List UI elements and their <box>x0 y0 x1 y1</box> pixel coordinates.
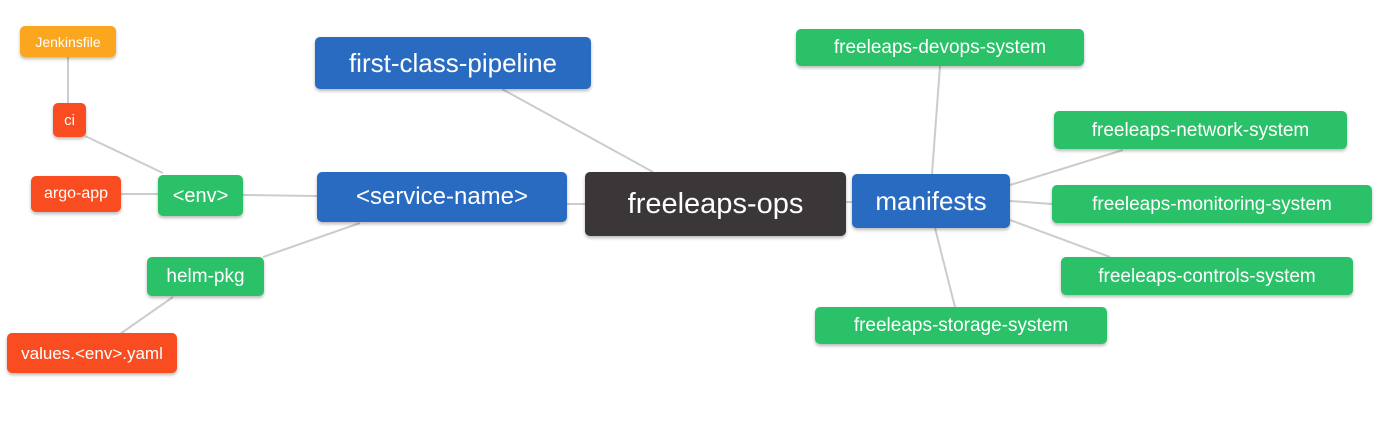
node-label: freeleaps-ops <box>627 187 804 220</box>
mindmap-node-first-class-pipeline[interactable]: first-class-pipeline <box>315 37 591 89</box>
edge-manifests-to-freeleaps-network-system <box>1009 149 1124 186</box>
node-label: first-class-pipeline <box>348 48 558 78</box>
mindmap-node-freeleaps-ops[interactable]: freeleaps-ops <box>585 172 846 236</box>
edge-ci-to-env <box>84 135 164 174</box>
edge-helm-pkg-to-service-name <box>262 222 361 258</box>
mindmap-node-freeleaps-devops-system[interactable]: freeleaps-devops-system <box>796 29 1084 66</box>
mindmap-node-helm-pkg[interactable]: helm-pkg <box>147 257 264 296</box>
mindmap-node-env[interactable]: <env> <box>158 175 243 216</box>
node-label: freeleaps-network-system <box>1091 119 1310 141</box>
edge-freeleaps-devops-system-to-manifests <box>931 65 941 175</box>
node-label: freeleaps-monitoring-system <box>1092 193 1332 215</box>
mindmap-node-values-env-yaml[interactable]: values.<env>.yaml <box>7 333 177 373</box>
mindmap-node-freeleaps-network-system[interactable]: freeleaps-network-system <box>1054 111 1347 149</box>
mindmap-node-freeleaps-storage-system[interactable]: freeleaps-storage-system <box>815 307 1107 344</box>
node-label: ci <box>64 111 75 129</box>
edge-first-class-pipeline-to-freeleaps-ops <box>501 88 654 173</box>
node-label: freeleaps-controls-system <box>1098 265 1316 287</box>
node-label: freeleaps-storage-system <box>853 315 1069 336</box>
mindmap-node-freeleaps-controls-system[interactable]: freeleaps-controls-system <box>1061 257 1353 295</box>
node-label: Jenkinsfile <box>35 33 101 50</box>
node-label: argo-app <box>43 185 109 202</box>
node-label: <env> <box>172 184 229 207</box>
edge-env-to-service-name <box>242 194 318 197</box>
edge-manifests-to-freeleaps-controls-system <box>1009 219 1111 258</box>
mindmap-node-argo-app[interactable]: argo-app <box>31 176 121 212</box>
mindmap-node-manifests[interactable]: manifests <box>852 174 1010 228</box>
node-label: manifests <box>875 186 987 216</box>
node-label: <service-name> <box>355 183 529 210</box>
edge-manifests-to-freeleaps-storage-system <box>934 227 956 308</box>
node-label: helm-pkg <box>166 266 245 287</box>
mindmap-node-ci[interactable]: ci <box>53 103 86 137</box>
mindmap-node-service-name[interactable]: <service-name> <box>317 172 567 222</box>
mindmap-node-jenkinsfile[interactable]: Jenkinsfile <box>20 26 116 57</box>
edge-manifests-to-freeleaps-monitoring-system <box>1009 200 1053 205</box>
node-label: values.<env>.yaml <box>21 343 163 363</box>
node-label: freeleaps-devops-system <box>833 37 1047 58</box>
mindmap-node-freeleaps-monitoring-system[interactable]: freeleaps-monitoring-system <box>1052 185 1372 223</box>
edge-values-env-yaml-to-helm-pkg <box>119 296 174 335</box>
